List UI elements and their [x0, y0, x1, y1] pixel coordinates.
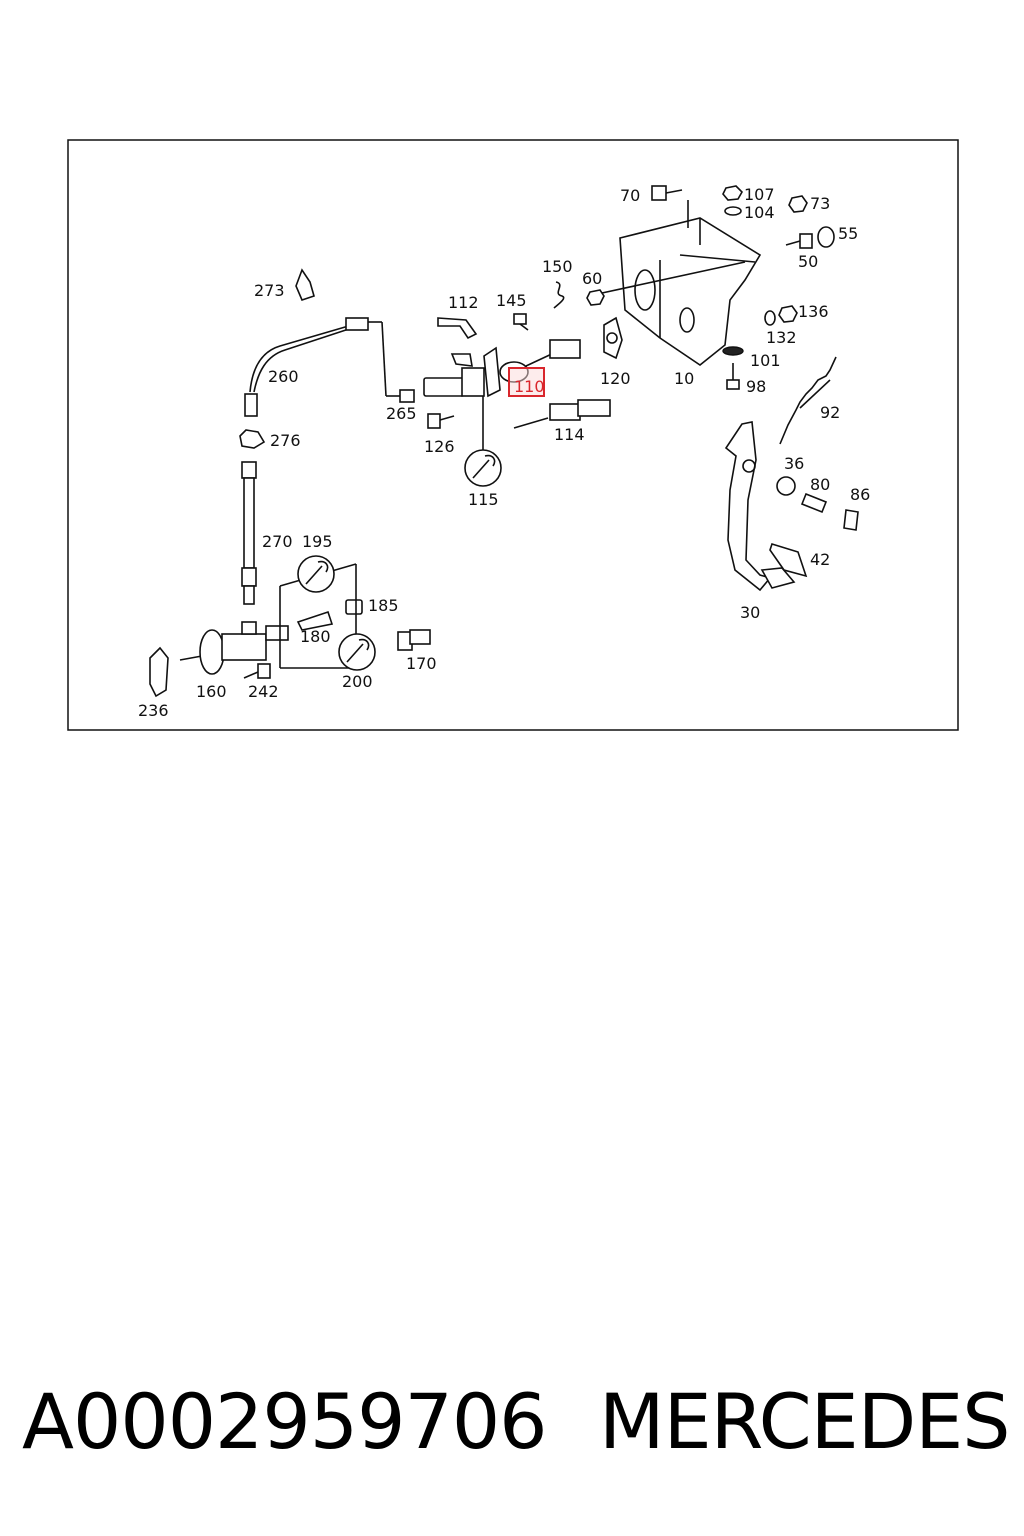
callout-180: 180 [300, 627, 331, 646]
callout-170: 170 [406, 654, 437, 673]
bolt-265 [399, 389, 415, 403]
callout-107: 107 [744, 185, 775, 204]
hydraulic-line [244, 317, 400, 417]
callout-50: 50 [798, 252, 818, 271]
clutch-pedal [724, 421, 796, 592]
callout-132: 132 [766, 328, 797, 347]
bolt-70 [651, 185, 689, 228]
callout-185: 185 [368, 596, 399, 615]
callout-101: 101 [750, 351, 781, 370]
nut-107 [722, 185, 743, 201]
cap-185 [345, 599, 363, 615]
slave-cylinder [179, 621, 289, 675]
caption: A0002959706 MERCEDES [22, 1372, 1012, 1472]
bushing-36 [776, 476, 796, 496]
callout-126: 126 [424, 437, 455, 456]
washer-104 [724, 206, 742, 216]
callout-42: 42 [810, 550, 830, 569]
pedal-bracket [619, 217, 762, 366]
bolt-98 [726, 363, 740, 390]
washer-101 [722, 346, 744, 356]
bolt-145 [513, 313, 529, 331]
nut-73 [788, 195, 808, 213]
master-cylinder [423, 339, 581, 398]
callout-60: 60 [582, 269, 602, 288]
pedal-pivot-pin [601, 261, 746, 294]
callout-120: 120 [600, 369, 631, 388]
wrench-icon [338, 633, 376, 671]
gasket-236 [149, 646, 169, 698]
pedal-pad-42 [769, 543, 808, 578]
clutch-hydraulics-exploded-diagram: 70 107 104 73 55 50 150 60 112 145 136 1… [67, 139, 959, 731]
clip-273 [295, 268, 315, 301]
callout-265: 265 [386, 404, 417, 423]
callout-55: 55 [838, 224, 858, 243]
callout-236: 236 [138, 701, 169, 720]
hose-112 [437, 317, 478, 340]
return-spring [779, 356, 837, 445]
callout-92: 92 [820, 403, 840, 422]
callout-136: 136 [798, 302, 829, 321]
bolt-126 [427, 413, 455, 429]
wrench-icon [297, 555, 335, 593]
callout-150: 150 [542, 257, 573, 276]
clip-150 [553, 281, 565, 309]
hose-270 [241, 461, 257, 605]
callout-70: 70 [620, 186, 640, 205]
nut-60 [586, 289, 605, 306]
clip-86 [843, 509, 859, 531]
callout-104: 104 [744, 203, 775, 222]
bleeder-180 [296, 610, 334, 631]
callout-273: 273 [254, 281, 285, 300]
diagram-frame [67, 139, 959, 731]
bolt-242 [243, 663, 271, 679]
pushrod-114 [513, 399, 611, 429]
callout-276: 276 [270, 431, 301, 450]
callout-115: 115 [468, 490, 499, 509]
bolt-50 [785, 233, 813, 249]
callout-73: 73 [810, 194, 830, 213]
callout-30: 30 [740, 603, 760, 622]
callout-242: 242 [248, 682, 279, 701]
callout-260: 260 [268, 367, 299, 386]
pin-80 [800, 492, 828, 514]
fitting-170 [397, 629, 431, 651]
callout-270: 270 [262, 532, 293, 551]
washer-55 [817, 226, 835, 248]
callout-110-highlighted: 110 [514, 377, 545, 396]
wrench-icon [464, 396, 502, 487]
callout-10: 10 [674, 369, 694, 388]
callout-200: 200 [342, 672, 373, 691]
part-number: A0002959706 [22, 1377, 548, 1466]
callout-98: 98 [746, 377, 766, 396]
callout-86: 86 [850, 485, 870, 504]
highlight-box [508, 367, 545, 397]
washer-132 [764, 310, 776, 326]
callout-160: 160 [196, 682, 227, 701]
nut-136 [778, 305, 798, 323]
callout-36: 36 [784, 454, 804, 473]
clip-276 [239, 429, 266, 449]
callout-114: 114 [554, 425, 585, 444]
callout-145: 145 [496, 291, 527, 310]
callout-112: 112 [448, 293, 479, 312]
gasket-120 [603, 316, 623, 360]
callout-195: 195 [302, 532, 333, 551]
brand-name: MERCEDES [599, 1377, 1010, 1466]
callout-80: 80 [810, 475, 830, 494]
